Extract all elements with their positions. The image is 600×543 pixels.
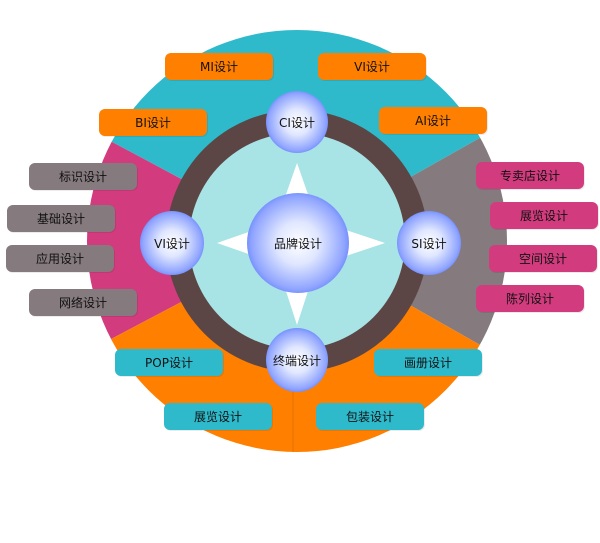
item-vi-design[interactable]: VI设计 — [318, 53, 426, 80]
item-ai-design[interactable]: AI设计 — [379, 107, 487, 134]
item-label: VI设计 — [354, 60, 390, 74]
hub-ci[interactable]: CI设计 — [266, 91, 328, 153]
item-application-design[interactable]: 应用设计 — [6, 245, 114, 272]
item-label: 空间设计 — [518, 252, 567, 266]
item-packaging-design[interactable]: 包装设计 — [316, 403, 424, 430]
item-basic-design[interactable]: 基础设计 — [7, 205, 115, 232]
item-label: 陈列设计 — [505, 292, 554, 306]
item-label: 展览设计 — [519, 209, 568, 223]
item-label: 标识设计 — [58, 170, 107, 184]
center-brand-design[interactable]: 品牌设计 — [247, 193, 349, 293]
item-web-design[interactable]: 网络设计 — [29, 289, 137, 316]
item-brochure-design[interactable]: 画册设计 — [374, 349, 482, 376]
item-label: 专卖店设计 — [499, 169, 560, 183]
item-label: 包装设计 — [345, 410, 394, 424]
item-exhibition-design[interactable]: 展览设计 — [490, 202, 598, 229]
star-arrow-up — [284, 163, 310, 200]
item-store-design[interactable]: 专卖店设计 — [476, 162, 584, 189]
hub-label: SI设计 — [411, 236, 447, 251]
item-label: 画册设计 — [403, 356, 452, 370]
item-label: MI设计 — [200, 60, 238, 74]
item-label: AI设计 — [415, 114, 451, 128]
hub-label: 终端设计 — [272, 353, 321, 368]
item-label: 网络设计 — [58, 296, 107, 310]
hub-label: VI设计 — [154, 236, 190, 251]
item-label: POP设计 — [145, 356, 193, 370]
star-arrow-down — [284, 285, 310, 325]
item-label: 应用设计 — [35, 252, 84, 266]
item-display-design[interactable]: 陈列设计 — [476, 285, 584, 312]
center-label: 品牌设计 — [273, 236, 322, 251]
hub-label: CI设计 — [279, 115, 315, 130]
item-label: 展览设计 — [193, 410, 242, 424]
hub-terminal[interactable]: 终端设计 — [266, 328, 328, 392]
item-space-design[interactable]: 空间设计 — [489, 245, 597, 272]
item-pop-design[interactable]: POP设计 — [115, 349, 223, 376]
sector-bottom-orange — [87, 241, 507, 452]
item-bi-design[interactable]: BI设计 — [99, 109, 207, 136]
star-arrow-right — [340, 228, 385, 258]
item-label: 基础设计 — [36, 212, 85, 226]
item-logo-design[interactable]: 标识设计 — [29, 163, 137, 190]
item-exhibition-design-bottom[interactable]: 展览设计 — [164, 403, 272, 430]
hub-vi[interactable]: VI设计 — [140, 211, 204, 275]
hub-si[interactable]: SI设计 — [397, 211, 461, 275]
item-mi-design[interactable]: MI设计 — [165, 53, 273, 80]
item-label: BI设计 — [135, 116, 171, 130]
